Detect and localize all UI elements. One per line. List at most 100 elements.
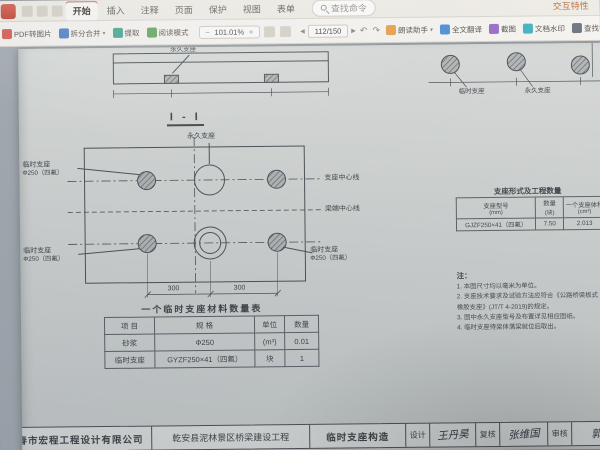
split-merge-button[interactable]: 拆分合并 ▾	[56, 26, 107, 42]
table-row: GJZF250×41（四氟） 7.50 2.013	[456, 217, 600, 231]
undo-icon[interactable]	[36, 5, 48, 17]
header-unit: (块)	[544, 210, 555, 217]
save-icon[interactable]	[21, 5, 33, 17]
next-page-icon[interactable]: ▶	[351, 27, 356, 34]
zoom-in-icon[interactable]: +	[248, 26, 254, 37]
extract-icon	[112, 27, 123, 38]
member-label[interactable]: 交互特性	[552, 0, 589, 11]
split-merge-icon	[58, 28, 69, 39]
header-bearing-type: 支座型号 (mm)	[456, 197, 536, 219]
tab-home[interactable]: 开始	[65, 0, 98, 20]
header-text: 支座型号	[483, 202, 509, 210]
hand-tool-icon[interactable]	[264, 25, 276, 37]
top-right-temp-bearing-label: 临时支座	[458, 88, 485, 96]
header-qty: 数量	[284, 315, 319, 333]
header-text: 一个支座体积	[565, 201, 600, 209]
zoom-out-icon[interactable]: −	[205, 27, 210, 37]
print-icon[interactable]	[51, 4, 63, 17]
document-area[interactable]: I - I 永久支座 临时支座 永久支座 永久支座 临时支座 Φ250（四氟） …	[0, 40, 600, 450]
temp-bearing-spec: Φ250（四氟）	[23, 255, 65, 263]
perm-bearing-label: 永久支座	[187, 132, 216, 141]
tab-protect[interactable]: 保护	[208, 4, 227, 15]
cell-qty: 0.01	[284, 332, 319, 350]
header-unit: 单位	[254, 315, 285, 333]
temp-bearing-name: 临时支座	[310, 246, 339, 254]
review-signature: 郭毅	[571, 421, 600, 446]
read-aloud-button[interactable]: 朗读助手 ▾	[384, 22, 435, 38]
tab-insert[interactable]: 插入	[106, 5, 125, 16]
rotate-left-icon[interactable]: ↶	[359, 24, 368, 35]
project-name: 乾安县泥林景区桥梁建设工程	[151, 424, 310, 450]
note-item: 4. 临时支座待梁体落梁就位后取出。	[457, 323, 561, 332]
cell-bearing-type: GJZF250×41（四氟）	[456, 218, 536, 231]
read-aloud-icon	[385, 24, 397, 36]
company-name: 长春市宏程工程设计有限公司	[18, 434, 144, 447]
pdf-to-image-icon	[1, 29, 13, 40]
rotate-right-icon[interactable]: ↷	[372, 24, 381, 35]
read-mode-button[interactable]: 阅读模式	[144, 25, 190, 40]
temp-bearing-label-bottom-left: 临时支座 Φ250（四氟）	[23, 246, 64, 264]
top-right-perm-bearing-label: 永久支座	[524, 87, 551, 95]
search-icon	[320, 4, 327, 11]
zoom-value: 101.01%	[214, 27, 245, 37]
cell-spec: GYZF250×41（四氟）	[154, 349, 255, 369]
header-item: 项 目	[104, 317, 155, 335]
watermark-label: 文档水印	[534, 23, 566, 34]
temp-bearing-name: 临时支座	[23, 247, 52, 255]
find-replace-button[interactable]: 查找替换	[570, 20, 600, 35]
pdf-to-image-button[interactable]: PDF转图片	[0, 26, 54, 42]
prev-page-icon[interactable]: ◀	[300, 28, 305, 35]
temp-bearing-name: 临时支座	[22, 161, 51, 169]
signature: 王丹昊	[436, 428, 469, 443]
tab-page[interactable]: 页面	[174, 4, 193, 15]
temp-bearing-label-bottom-right: 临时支座 Φ250（四氟）	[310, 245, 351, 263]
table-header-row: 支座型号 (mm) 数量 (块) 一个支座体积 (cm³)	[456, 196, 600, 219]
translate-button[interactable]: 全文翻译	[438, 22, 484, 37]
top-fragment-perm-bearing-label: 永久支座	[170, 46, 197, 54]
command-search[interactable]: 查找命令	[311, 0, 376, 17]
read-mode-icon	[146, 27, 157, 38]
find-replace-icon	[571, 23, 583, 34]
temp-bearing-spec: Φ250（四氟）	[310, 254, 352, 262]
dimension-300-right: 300	[233, 284, 246, 292]
design-signature: 王丹昊	[429, 423, 476, 447]
material-table: 项 目 规 格 单位 数量 砂浆 Φ250 (m³) 0.01 临时支座 GYZ…	[104, 315, 320, 369]
select-tool-icon[interactable]	[280, 25, 292, 37]
cell-qty: 1	[284, 349, 319, 367]
extract-label: 提取	[124, 28, 140, 38]
screenshot-label: 截图	[500, 24, 517, 34]
translate-label: 全文翻译	[451, 24, 483, 34]
read-aloud-label: 朗读助手	[397, 25, 429, 35]
app-logo-icon[interactable]	[0, 3, 16, 19]
header-volume: 一个支座体积 (cm³)	[563, 196, 600, 218]
drawing-sheet: I - I 永久支座 临时支座 永久支座 永久支座 临时支座 Φ250（四氟） …	[18, 42, 600, 450]
section-mark: I - I	[166, 111, 204, 127]
split-merge-label: 拆分合并	[70, 28, 101, 38]
cell-unit: 块	[254, 349, 285, 367]
note-item: 3. 图中永久支座型号及布置详见相应图纸。	[456, 312, 580, 322]
bearing-layout-drawing	[67, 42, 600, 298]
tab-form[interactable]: 表单	[276, 3, 295, 14]
read-mode-label: 阅读模式	[158, 27, 189, 37]
tab-view[interactable]: 视图	[242, 3, 261, 15]
find-replace-label: 查找替换	[583, 23, 600, 33]
title-block: 长春市宏程工程设计有限公司 乾安县泥林景区桥梁建设工程 临时支座构造 设计 王丹…	[18, 420, 600, 450]
header-spec: 规 格	[154, 315, 255, 335]
extract-button[interactable]: 提取	[110, 25, 141, 40]
pdf-to-image-label: PDF转图片	[13, 29, 52, 39]
screenshot-button[interactable]: 截图	[487, 21, 518, 36]
watermark-button[interactable]: 文档水印	[521, 21, 567, 36]
note-item: 2. 支座技术要求及试验方法应符合《公路桥梁板式橡胶支座》(JT/T 4-201…	[456, 292, 599, 311]
cell-qty: 7.50	[535, 217, 564, 231]
review-label: 审核	[547, 422, 572, 446]
page-navigator: ◀ 112/150 ▶	[300, 23, 356, 38]
cell-item: 砂浆	[104, 334, 155, 352]
tab-comment[interactable]: 注释	[140, 4, 159, 16]
bearing-centerline-label: 支座中心线	[324, 174, 360, 182]
screenshot-icon	[488, 23, 500, 35]
page-indicator[interactable]: 112/150	[307, 23, 349, 38]
cell-spec: Φ250	[154, 332, 255, 352]
header-unit: (cm³)	[577, 208, 592, 215]
zoom-control[interactable]: − 101.01% +	[198, 24, 261, 39]
